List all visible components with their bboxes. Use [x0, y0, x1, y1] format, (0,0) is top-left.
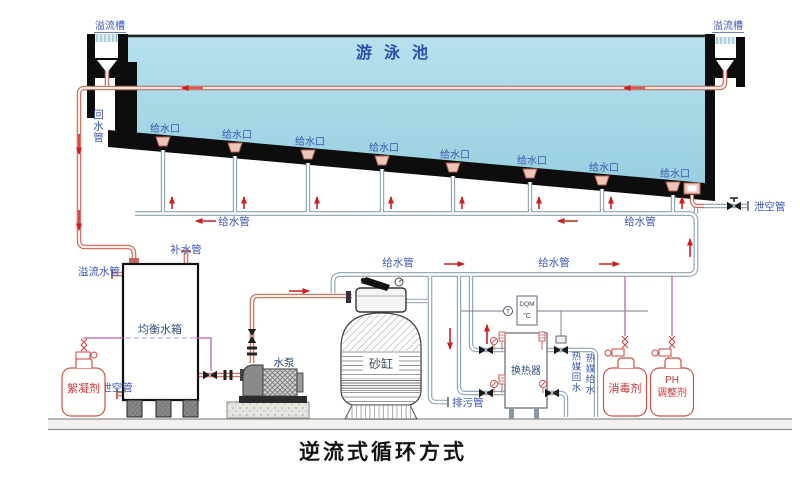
hx-body — [504, 332, 548, 409]
tank-drain-label: 泄空管 — [101, 381, 133, 394]
pool-floor — [108, 130, 715, 201]
flocculant-bottle: 絮凝剂 — [61, 337, 212, 417]
valve-actuator — [555, 335, 567, 344]
diagram-title: 逆流式循环方式 — [299, 440, 467, 464]
dosing-line-flocculant — [83, 337, 212, 371]
tank-feet — [126, 399, 199, 418]
filter-label: 砂缸 — [369, 356, 393, 371]
medium-control-valve — [554, 345, 568, 355]
return-pipe-label: 回水管 — [92, 109, 104, 144]
outlet-label: 给水口 — [295, 135, 325, 148]
thermometer — [498, 331, 506, 342]
hx-outlet-valve — [479, 388, 493, 398]
outlet-label: 给水口 — [222, 128, 252, 141]
main-label-1: 给水管 — [382, 256, 414, 269]
pool-drain-valve — [727, 201, 741, 211]
disinfectant-bottle: 消毒剂 — [602, 276, 648, 417]
medium-valve — [545, 388, 559, 398]
swimming-pool: 溢流槽 溢流槽 游泳池 — [87, 19, 745, 201]
overflow-pipe-label: 溢流水管 — [78, 265, 120, 278]
controller-box — [516, 295, 538, 326]
sensor-label: T — [506, 309, 510, 316]
hx-pool-water-pipes — [456, 276, 505, 396]
sand-filter: 砂缸 排污管 — [340, 277, 484, 420]
supply-piping — [135, 150, 749, 417]
medium-supply-label: 热媒给水 — [584, 352, 596, 395]
outlet-label: 给水口 — [369, 141, 399, 154]
temp-sensor — [503, 306, 513, 316]
equipment-floor — [48, 418, 792, 431]
outlet-label: 给水口 — [589, 161, 619, 174]
blowdown-label: 排污管 — [452, 396, 484, 409]
temp-controller: T DQM °C — [461, 295, 648, 344]
medium-return-label: 热媒回水 — [570, 350, 582, 393]
dosing-pump — [75, 351, 91, 360]
return-circuit: 回水管 — [76, 70, 728, 399]
flocculant-label: 絮凝剂 — [67, 381, 100, 395]
manifold-label-1: 给水管 — [218, 215, 250, 228]
pool-water — [128, 34, 705, 184]
floor-band — [48, 419, 792, 430]
valve-handle — [361, 277, 390, 291]
multiport-valve — [346, 277, 407, 313]
suction-valve — [203, 370, 217, 380]
makeup-pipe-label: 补水管 — [170, 243, 202, 256]
thermometer — [538, 331, 546, 342]
pool-left-wall — [115, 62, 137, 134]
pressure-gauge — [489, 379, 499, 389]
hx-label: 换热器 — [511, 364, 541, 377]
heat-exchanger: 换热器 T DQM °C 热媒回水 热媒给水 — [461, 295, 648, 419]
thermometer — [498, 374, 506, 385]
outlet-label: 给水口 — [517, 154, 547, 167]
outlet-label: 给水口 — [660, 167, 690, 180]
dosing-pump — [611, 348, 625, 357]
outlet-label: 给水口 — [440, 148, 470, 161]
ph-label-line1: PH — [665, 375, 679, 386]
main-label-2: 给水管 — [538, 256, 570, 269]
flow-arrows — [76, 85, 693, 350]
tank-label: 均衡水箱 — [138, 322, 182, 336]
ph-label-line2: 调整剂 — [657, 386, 687, 399]
pump-head — [242, 364, 264, 397]
right-trough-label: 溢流槽 — [713, 19, 743, 32]
controller-model: DQM — [519, 301, 534, 308]
manifold-label-2: 给水管 — [624, 215, 656, 228]
right-overflow-trough: 溢流槽 — [705, 19, 745, 87]
ph-adjuster-bottle: PH 调整剂 — [649, 276, 695, 417]
pool-title: 游泳池 — [356, 43, 440, 62]
left-overflow-trough: 溢流槽 — [87, 19, 128, 118]
left-trough-label: 溢流槽 — [95, 19, 125, 32]
pool-drain-label: 泄空管 — [754, 200, 786, 213]
pipe-labels: 给水管 给水管 给水管 给水管 泄空管 — [218, 200, 785, 269]
controller-unit: °C — [523, 312, 531, 320]
pressure-gauge — [538, 379, 548, 389]
pressure-gauge — [489, 336, 499, 346]
pool-right-wall — [705, 34, 715, 194]
outlet-label: 给水口 — [150, 122, 180, 135]
discharge-valve — [247, 329, 257, 343]
hx-inlet-valve — [479, 345, 493, 355]
tank-inlet-flange — [129, 258, 139, 264]
balance-tank: 均衡水箱 补水管 溢流水管 泄空管 — [78, 243, 202, 418]
tank-body — [121, 262, 200, 402]
pump-label: 水泵 — [274, 357, 295, 369]
supply-outlets: 给水口 给水口 给水口 给水口 给水口 给水口 给水口 给水口 — [150, 122, 701, 195]
dosing-pump — [658, 348, 672, 357]
disinfectant-label: 消毒剂 — [609, 381, 642, 395]
water-pump: 水泵 — [203, 329, 310, 419]
